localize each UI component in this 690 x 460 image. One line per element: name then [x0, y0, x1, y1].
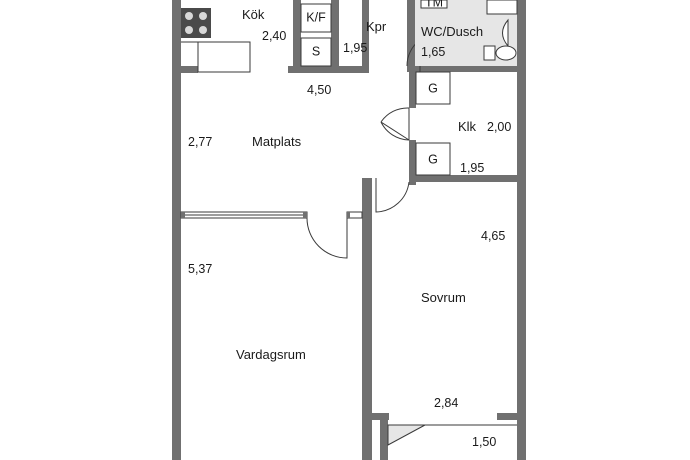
room-label-sovrum: Sovrum [421, 290, 466, 305]
shower-area [486, 0, 518, 15]
storage-cabinet-label: S [312, 44, 320, 58]
dimension-wc-width: 1,65 [421, 45, 445, 59]
sovrum-wall-bottom-right [497, 413, 517, 420]
wc-wall-bottom [407, 66, 526, 72]
balcony-door [387, 424, 426, 446]
toilet-tank [483, 45, 496, 61]
kpr-wall-right [362, 0, 369, 73]
wardrobe-box-2 [415, 142, 451, 176]
dimension-balcony-width: 2,84 [434, 396, 458, 410]
dimension-matplats-width: 4,50 [307, 83, 331, 97]
balcony-wall-left [380, 420, 388, 460]
sovrum-door[interactable] [375, 178, 410, 213]
klk-door-upper[interactable] [380, 107, 410, 141]
kitchen-partition-wall [288, 66, 338, 73]
room-label-kpr: Kpr [366, 19, 387, 34]
room-label-vardagsrum: Vardagsrum [236, 347, 306, 362]
klk-wall-left-bottom [409, 140, 416, 182]
stove-burner-icon [199, 12, 207, 20]
kitchen-wall-stub [181, 66, 198, 73]
room-label-klk: Klk [458, 119, 477, 134]
wc-fixtures: TM [415, 0, 518, 66]
klk-wall-bottom [409, 175, 526, 182]
klk-door-arc [380, 121, 410, 141]
partition-end-right [303, 212, 307, 218]
wardrobe-box-1 [415, 71, 451, 105]
central-wall [362, 182, 372, 460]
washing-machine-label: TM [425, 0, 443, 9]
dimension-klk-depth: 2,00 [487, 120, 511, 134]
dimension-balcony-depth: 1,50 [472, 435, 496, 449]
stove [181, 8, 211, 38]
klk-wall-left-top [409, 72, 416, 108]
room-label-kok: Kök [242, 7, 265, 22]
partition-stub-end [347, 212, 350, 218]
stove-burner-icon [185, 26, 193, 34]
sliding-partition [180, 211, 363, 219]
toilet-icon [495, 45, 517, 61]
kpr-wall-bottom [331, 66, 369, 73]
dimension-vardagsrum-depth: 5,37 [188, 262, 212, 276]
wardrobe-label-2: G [428, 152, 438, 166]
room-label-wc: WC/Dusch [421, 24, 483, 39]
room-label-matplats: Matplats [252, 134, 302, 149]
kf-column-left [293, 0, 301, 66]
stove-burner-icon [185, 12, 193, 20]
balcony [380, 420, 517, 460]
dimension-kpr-width: 1,95 [343, 41, 367, 55]
stove-burner-icon [199, 26, 207, 34]
dimension-klk-width: 1,95 [460, 161, 484, 175]
dimension-matplats-depth: 2,77 [188, 135, 212, 149]
storage-cabinet-box [300, 37, 332, 67]
fridge-freezer-label: K/F [306, 10, 326, 24]
dimension-labels: 2,40 1,95 1,65 4,50 2,77 2,00 1,95 4,65 … [188, 29, 511, 449]
vardagsrum-door[interactable] [306, 217, 348, 259]
kitchen-fixtures: K/F S [181, 3, 332, 73]
wardrobe-label-1: G [428, 81, 438, 95]
closet-fixtures: G G [415, 71, 451, 176]
kitchen-island [197, 41, 251, 73]
outer-wall-right [517, 0, 526, 460]
central-wall-top [362, 178, 372, 208]
fridge-freezer-box [300, 3, 332, 33]
wc-wall-left [407, 0, 415, 72]
walls [172, 0, 526, 460]
dimension-kok-width: 2,40 [262, 29, 286, 43]
sovrum-door-jamb [409, 175, 416, 185]
outer-wall-left [172, 0, 181, 460]
sovrum-wall-bottom-left [372, 413, 389, 420]
dimension-sovrum-depth: 4,65 [481, 229, 505, 243]
washing-machine-box [420, 0, 448, 9]
room-labels: Kök Kpr WC/Dusch Matplats Klk Vardagsrum… [236, 7, 483, 362]
partition-end-left [181, 212, 185, 218]
kf-column-right [331, 0, 339, 66]
